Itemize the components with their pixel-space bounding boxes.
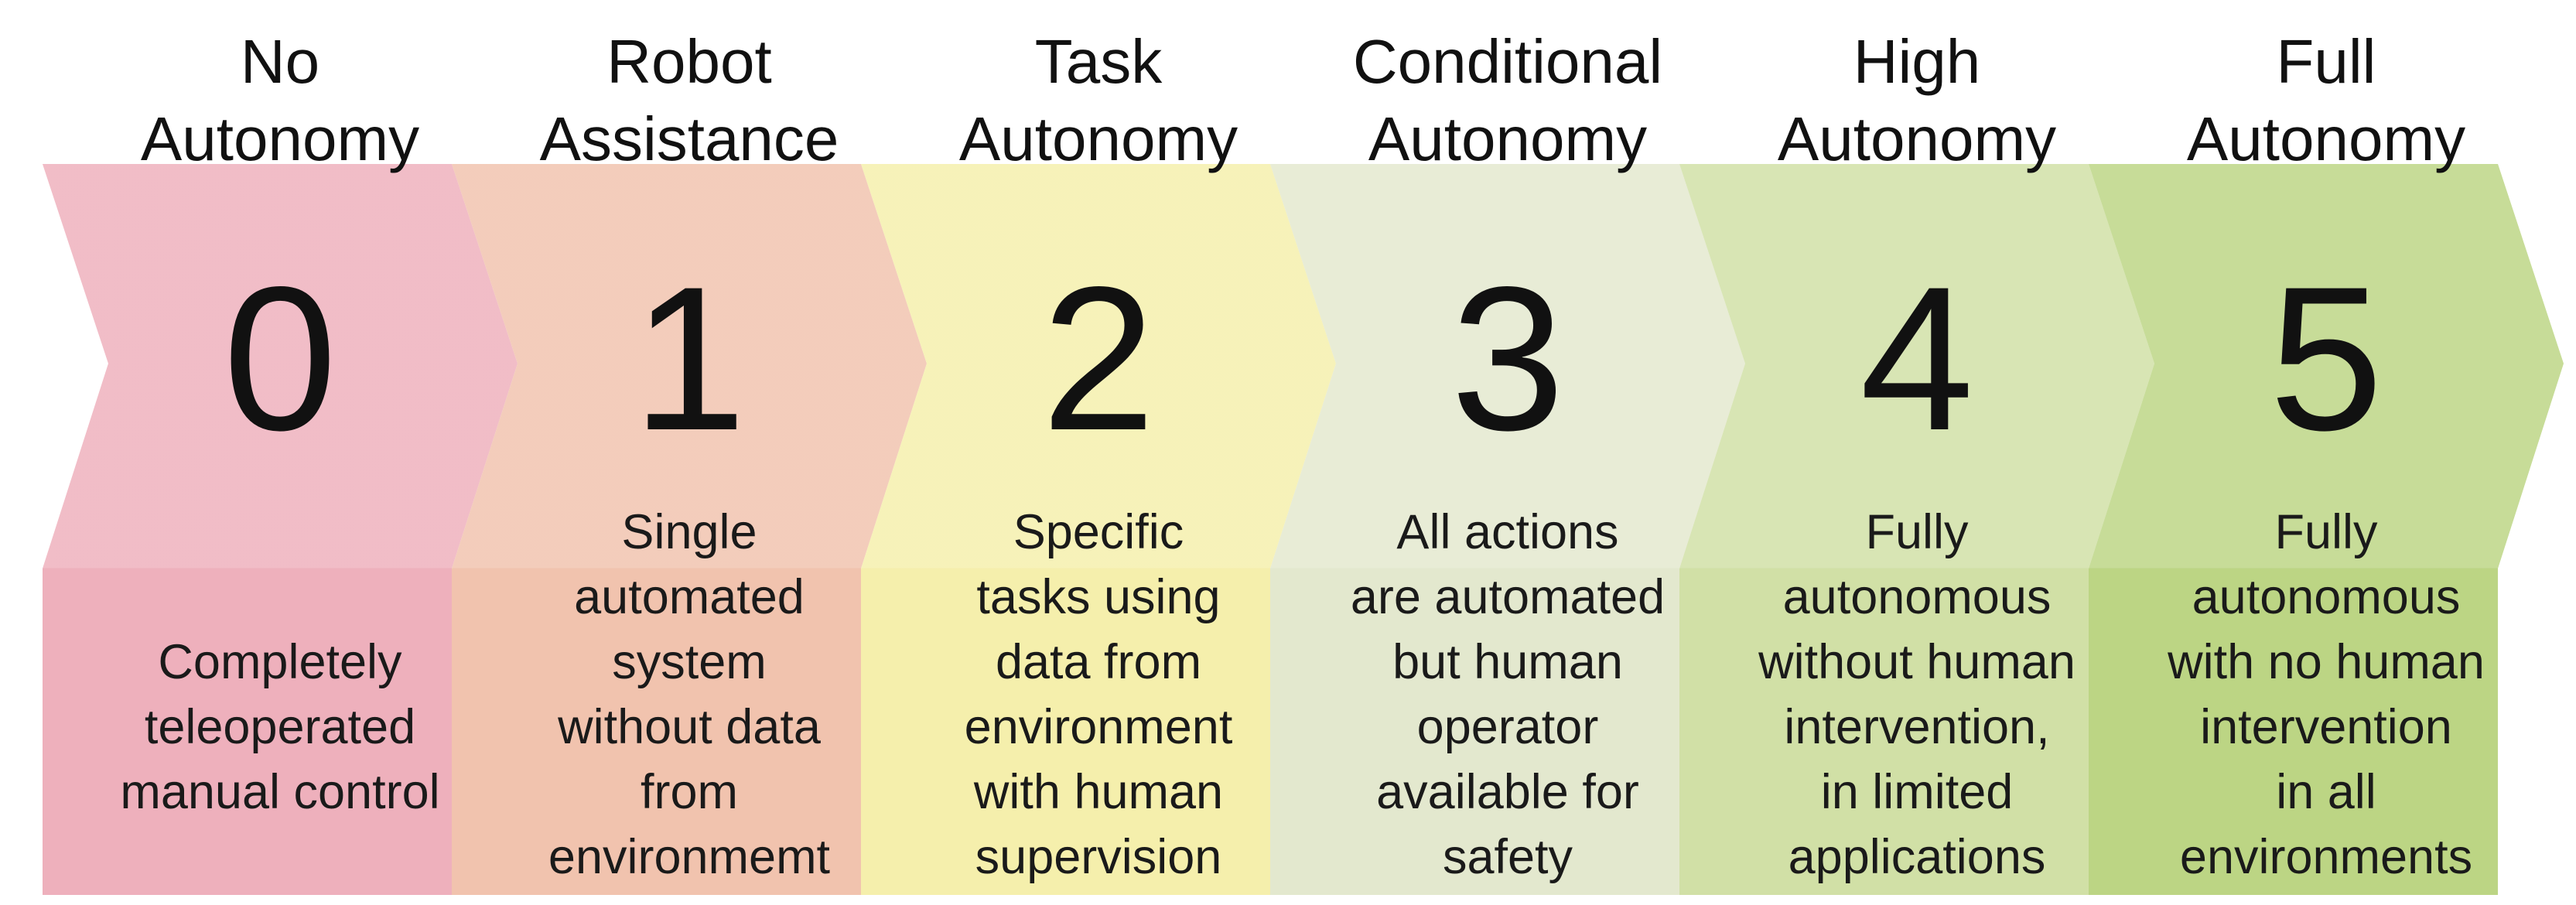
segment-title: Task Autonomy xyxy=(958,27,1238,173)
autonomy-segment-2: Task Autonomy 2 Specific tasks using dat… xyxy=(861,0,1336,905)
segment-title: Robot Assistance xyxy=(539,27,839,173)
segment-description: Completely teleoperated manual control xyxy=(120,634,440,819)
segment-description: Fully autonomous with no human intervent… xyxy=(2168,504,2485,884)
segment-level-number: 2 xyxy=(1041,244,1156,473)
segment-title: Conditional Autonomy xyxy=(1352,27,1663,173)
segment-level-number: 3 xyxy=(1450,244,1565,473)
segment-level-number: 0 xyxy=(223,244,337,473)
segment-title: No Autonomy xyxy=(140,27,420,173)
chevron-shape xyxy=(1679,164,2154,895)
segment-title: High Autonomy xyxy=(1777,27,2057,173)
chevron-shape xyxy=(43,164,518,895)
autonomy-segment-4: High Autonomy 4 Fully autonomous without… xyxy=(1679,0,2154,905)
autonomy-segment-3: Conditional Autonomy 3 All actions are a… xyxy=(1270,0,1745,905)
autonomy-segment-1: Robot Assistance 1 Single automated syst… xyxy=(452,0,927,905)
autonomy-segment-5: Full Autonomy 5 Fully autonomous with no… xyxy=(2089,0,2564,905)
autonomy-segment-0: No Autonomy 0 Completely teleoperated ma… xyxy=(43,0,518,905)
segment-description: Specific tasks using data from environme… xyxy=(964,504,1233,884)
segment-level-number: 4 xyxy=(1860,244,1974,473)
chevron-shape xyxy=(2089,164,2564,895)
chevron-shape xyxy=(861,164,1336,895)
segment-description: Fully autonomous without human intervent… xyxy=(1758,504,2075,884)
chevron-shape xyxy=(452,164,927,895)
segment-description: Single automated system without data fro… xyxy=(548,504,831,884)
segment-title: Full Autonomy xyxy=(2186,27,2466,173)
segment-description: All actions are automated but human oper… xyxy=(1350,504,1666,884)
segment-level-number: 5 xyxy=(2269,244,2383,473)
segment-level-number: 1 xyxy=(632,244,746,473)
chevron-shape xyxy=(1270,164,1745,895)
